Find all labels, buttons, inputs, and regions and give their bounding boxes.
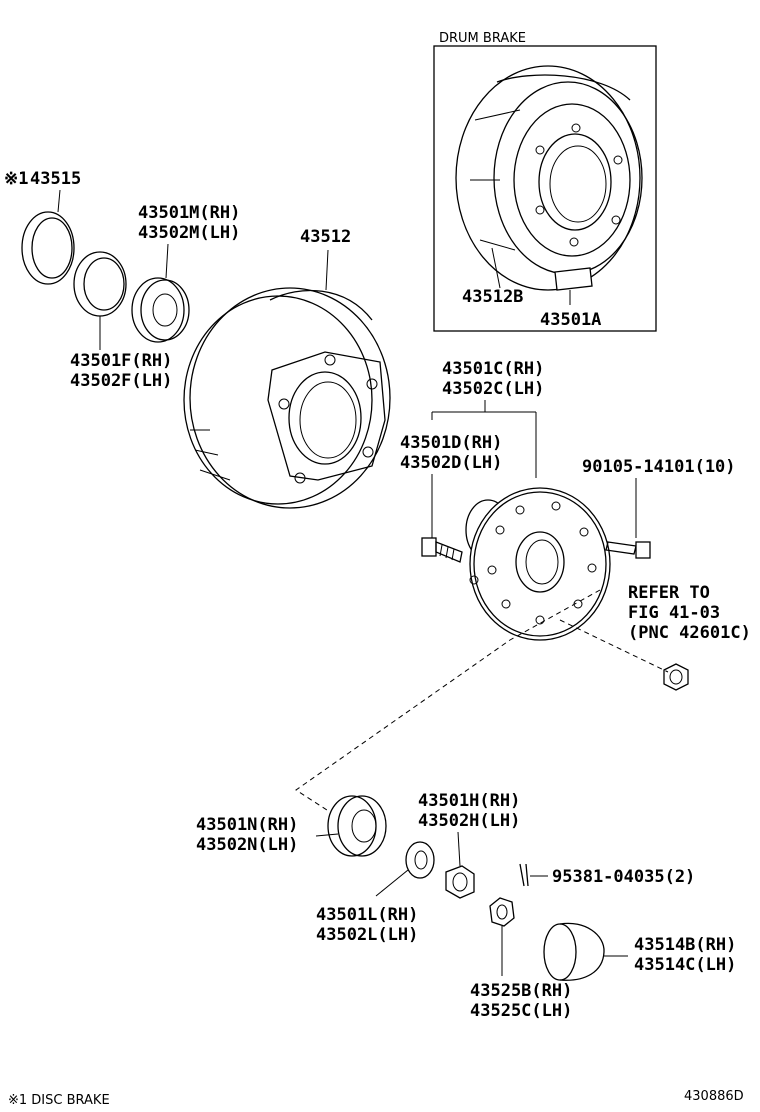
lock-cap-drawing [489, 897, 515, 927]
label-disc-rotor: 43512 [300, 227, 351, 247]
label-bolt: 90105-14101(10) [582, 457, 736, 477]
brake-clip-drawing [554, 267, 593, 305]
axle-hub-drawing [465, 487, 611, 641]
label-lock-cap-rh: 43525B(RH) [470, 981, 572, 1001]
cotter-pin-drawing [519, 863, 529, 887]
leader-hub-bracket [431, 400, 537, 478]
label-grease-cap-rh: 43514B(RH) [634, 935, 736, 955]
label-refer-line-1: REFER TO [628, 583, 710, 603]
leader-inner-bearing [315, 833, 339, 837]
footnote: ※1 DISC BRAKE [8, 1093, 110, 1108]
label-oil-seal-lh: 43502F(LH) [70, 371, 172, 391]
abs-ring-drawing [21, 211, 75, 285]
hub-bolt-drawing [421, 537, 463, 563]
label-hub-lh: 43502C(LH) [442, 379, 544, 399]
brake-drum-drawing [455, 65, 643, 291]
diagram-id: 430886D [684, 1089, 744, 1104]
label-outer-bearing-lh: 43502M(LH) [138, 223, 240, 243]
label-refer-line-2: FIG 41-03 [628, 603, 720, 623]
label-lock-cap-lh: 43525C(LH) [470, 1001, 572, 1021]
label-grease-cap-lh: 43514C(LH) [634, 955, 736, 975]
label-washer-lh: 43502L(LH) [316, 925, 418, 945]
label-hub-rh: 43501C(RH) [442, 359, 544, 379]
leader-washer [375, 869, 409, 897]
hub-nut-drawing [445, 865, 475, 899]
label-refer-line-3: (PNC 42601C) [628, 623, 751, 643]
label-cotter-pin: 95381-04035(2) [552, 867, 695, 887]
washer-drawing [405, 841, 435, 879]
drum-brake-title: DRUM BRAKE [439, 31, 526, 46]
inner-bearing-drawing [327, 795, 387, 857]
oil-seal-drawing [73, 251, 127, 317]
label-washer-rh: 43501L(RH) [316, 905, 418, 925]
outer-bearing-drawing [131, 277, 190, 343]
leader-abs-ring [57, 189, 61, 213]
drum-brake-frame [433, 45, 657, 332]
leader-hub-nut [457, 831, 461, 867]
label-abs-ring: 43515 [30, 169, 81, 189]
label-brake-drum: 43512B [462, 287, 523, 307]
disc-rotor-drawing [183, 287, 391, 509]
label-hub-nut-rh: 43501H(RH) [418, 791, 520, 811]
bolt-drawing [605, 541, 651, 559]
label-brake-clip: 43501A [540, 310, 601, 330]
label-hub-nut-lh: 43502H(LH) [418, 811, 520, 831]
label-oil-seal-rh: 43501F(RH) [70, 351, 172, 371]
label-inner-bearing-rh: 43501N(RH) [196, 815, 298, 835]
drum-brake-inset: DRUM BRAKE 43512B 43501A [433, 31, 657, 332]
label-hub-bolt-lh: 43502D(LH) [400, 453, 502, 473]
grease-cap-drawing [543, 922, 605, 981]
leader-outer-bearing [165, 243, 169, 279]
label-inner-bearing-lh: 43502N(LH) [196, 835, 298, 855]
dash-wheel-nut [559, 619, 669, 673]
label-ring-mark: ※1 [4, 169, 28, 189]
leader-disc-rotor [325, 249, 329, 291]
wheel-nut-drawing [663, 663, 689, 691]
label-hub-bolt-rh: 43501D(RH) [400, 433, 502, 453]
label-outer-bearing-rh: 43501M(RH) [138, 203, 240, 223]
